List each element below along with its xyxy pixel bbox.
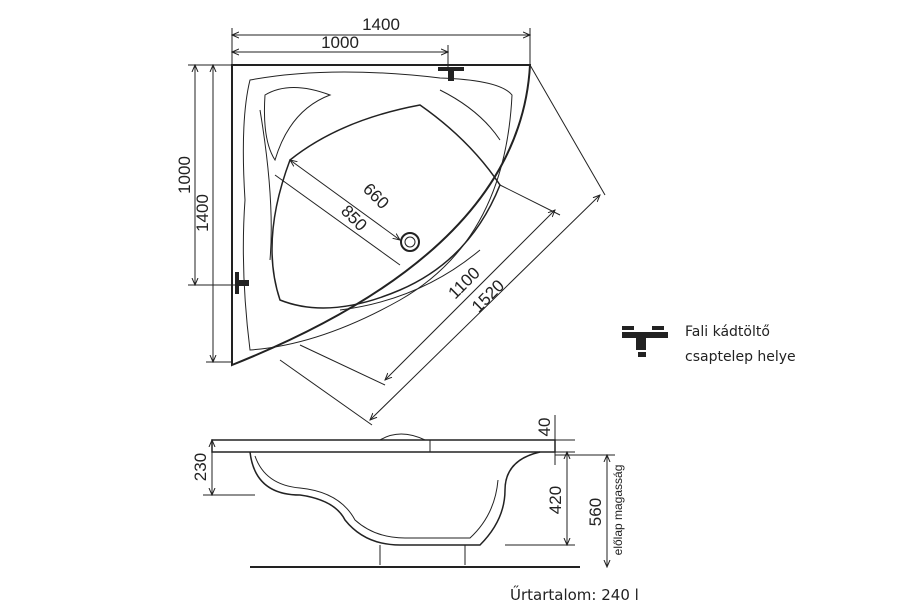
faucet-marker-left — [235, 272, 249, 294]
dim-width-partial: 1000 — [321, 33, 359, 52]
legend-line-2: csaptelep helye — [685, 349, 796, 365]
dim-diagonal-660: 660 — [359, 179, 392, 212]
dim-rim-depth: 230 — [191, 453, 210, 481]
dim-total-height: 560 — [586, 498, 605, 526]
tub-seat — [263, 87, 332, 162]
tub-side-rim — [211, 439, 556, 453]
dim-diagonal-850: 850 — [337, 201, 370, 234]
tub-side-body — [249, 451, 541, 546]
legend-line-1: Fali kádtöltő — [685, 324, 770, 340]
dim-width-total: 1400 — [362, 15, 400, 34]
wall-faucet-icon — [622, 326, 668, 357]
volume-label: Űrtartalom: 240 l — [510, 586, 639, 604]
apron-height-label: előlap magasság — [611, 465, 625, 556]
drain — [400, 232, 420, 252]
dim-rim-thickness: 40 — [535, 418, 554, 437]
faucet-marker-top — [438, 67, 464, 81]
dim-height-partial: 1000 — [175, 156, 194, 194]
legend: Fali kádtöltő csaptelep helye — [685, 320, 796, 370]
dim-height-total: 1400 — [193, 194, 212, 232]
dim-inner-depth: 420 — [546, 486, 565, 514]
